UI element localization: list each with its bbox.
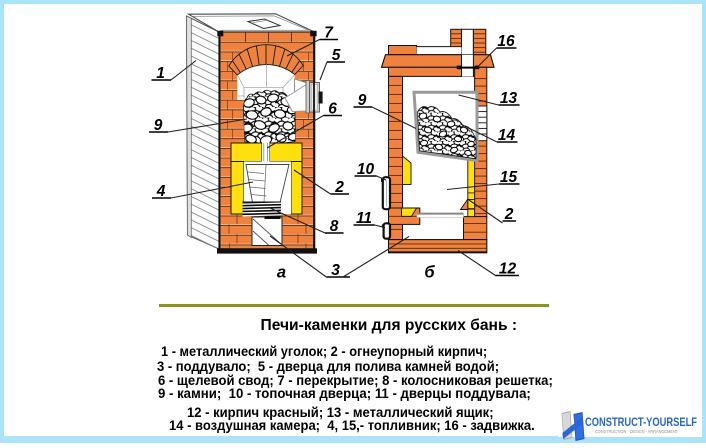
svg-text:13: 13 (500, 90, 518, 107)
svg-text:1: 1 (156, 65, 165, 82)
svg-text:2: 2 (334, 179, 344, 196)
svg-text:6: 6 (328, 101, 337, 118)
svg-text:CONSTRUCTION - DESIGN - ARRANG: CONSTRUCTION - DESIGN - ARRANGEMENT (595, 429, 678, 434)
svg-text:11: 11 (356, 210, 372, 227)
svg-text:5: 5 (332, 47, 341, 64)
svg-text:б: б (424, 264, 435, 282)
svg-text:15: 15 (500, 169, 518, 186)
svg-text:7: 7 (324, 25, 334, 42)
svg-text:2: 2 (504, 206, 514, 223)
svg-text:9: 9 (154, 117, 163, 134)
svg-text:CONSTRUCT-YOURSELF: CONSTRUCT-YOURSELF (585, 415, 697, 429)
svg-text:а: а (277, 264, 286, 282)
svg-text:10: 10 (357, 161, 375, 178)
svg-text:12: 12 (499, 261, 517, 278)
svg-text:9: 9 (358, 92, 367, 109)
svg-text:16: 16 (497, 33, 515, 50)
svg-text:4: 4 (156, 183, 166, 200)
svg-text:3: 3 (331, 262, 340, 279)
svg-text:14: 14 (498, 127, 516, 144)
svg-text:8: 8 (330, 218, 339, 235)
